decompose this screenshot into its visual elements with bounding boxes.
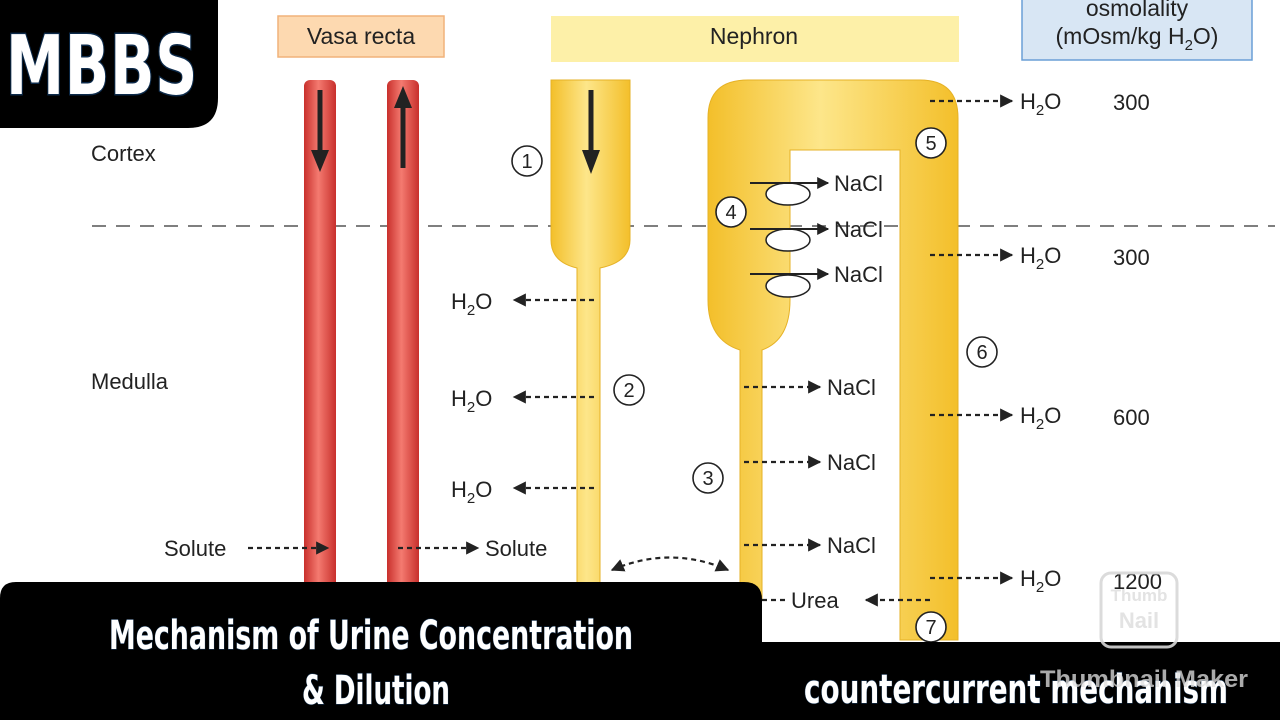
video-subtitle: countercurrent mechanism [804, 667, 1228, 713]
segment-4: 4 [715, 196, 747, 228]
water-label: H2O [1020, 89, 1061, 119]
watermark-text: Thumbnail Maker [1040, 666, 1248, 693]
vasa-recta-header: Vasa recta [307, 23, 415, 49]
ascending-vessel [387, 80, 419, 600]
svg-text:5: 5 [925, 133, 936, 155]
descending-vessel [304, 80, 336, 600]
segment-6: 6 [966, 336, 998, 368]
watermark-badge [1099, 571, 1179, 649]
nephron-tubule [550, 79, 959, 641]
mbbs-logo: MBBS [6, 19, 198, 114]
water-label: H2O [451, 477, 492, 507]
urea-recycling-arrow [610, 556, 730, 572]
svg-text:4: 4 [725, 202, 736, 224]
nephron-header: Nephron [710, 23, 798, 49]
water-label: H2O [1020, 243, 1061, 273]
solute-label: Solute [164, 536, 226, 561]
segment-2: 2 [613, 374, 645, 406]
water-label: H2O [451, 289, 492, 319]
title-banner [0, 582, 762, 720]
nacl-label: NaCl [834, 217, 883, 242]
nacl-label: NaCl [827, 375, 876, 400]
up-arrow-head-icon [394, 86, 412, 108]
segment-1: 1 [511, 145, 543, 177]
vasa-recta-header-box [277, 15, 445, 58]
nacl-transporter-icon [765, 274, 811, 298]
water-label: H2O [1020, 566, 1061, 596]
logo-badge [0, 0, 218, 128]
watermark-badge-top: Thumb [1111, 586, 1168, 605]
thumbnail-maker-watermark: Thumb Nail Thumbnail Maker [1040, 571, 1248, 693]
water-label: H2O [1020, 403, 1061, 433]
osmolality-value: 600 [1113, 405, 1150, 430]
nacl-label: NaCl [834, 171, 883, 196]
svg-text:6: 6 [976, 342, 987, 364]
vasa-recta [304, 80, 419, 600]
tubular-flow-arrow-head-icon [582, 150, 600, 174]
svg-text:1: 1 [521, 151, 532, 173]
svg-text:2: 2 [623, 380, 634, 402]
segment-5: 5 [915, 127, 947, 159]
video-title-line1: Mechanism of Urine Concentration [109, 613, 633, 659]
nacl-transporter-icon [765, 182, 811, 206]
nacl-label: NaCl [827, 450, 876, 475]
osmolality-value: 300 [1113, 90, 1150, 115]
nacl-transporter-icon [765, 228, 811, 252]
urea-label: Urea [791, 588, 839, 613]
watermark-badge-bottom: Nail [1119, 608, 1159, 633]
osmolality-header-box [1021, 0, 1253, 61]
water-label: H2O [451, 386, 492, 416]
svg-text:7: 7 [925, 617, 936, 639]
nacl-label: NaCl [827, 533, 876, 558]
solute-label: Solute [485, 536, 547, 561]
osmolality-header-line2: (mOsm/kg H2O) [1056, 23, 1219, 54]
distal-loop [707, 79, 959, 641]
nephron-header-box [551, 16, 959, 62]
cortex-label: Cortex [91, 141, 156, 166]
osmolality-header-line1: osmolality [1086, 0, 1189, 21]
video-title-line2: & Dilution [302, 668, 450, 714]
nacl-label: NaCl [834, 262, 883, 287]
down-arrow-head-icon [311, 150, 329, 172]
osmolality-value: 300 [1113, 245, 1150, 270]
medulla-label: Medulla [91, 369, 169, 394]
segment-3: 3 [692, 462, 724, 494]
segment-7: 7 [915, 611, 947, 643]
svg-text:3: 3 [702, 468, 713, 490]
subtitle-banner [762, 642, 1280, 720]
